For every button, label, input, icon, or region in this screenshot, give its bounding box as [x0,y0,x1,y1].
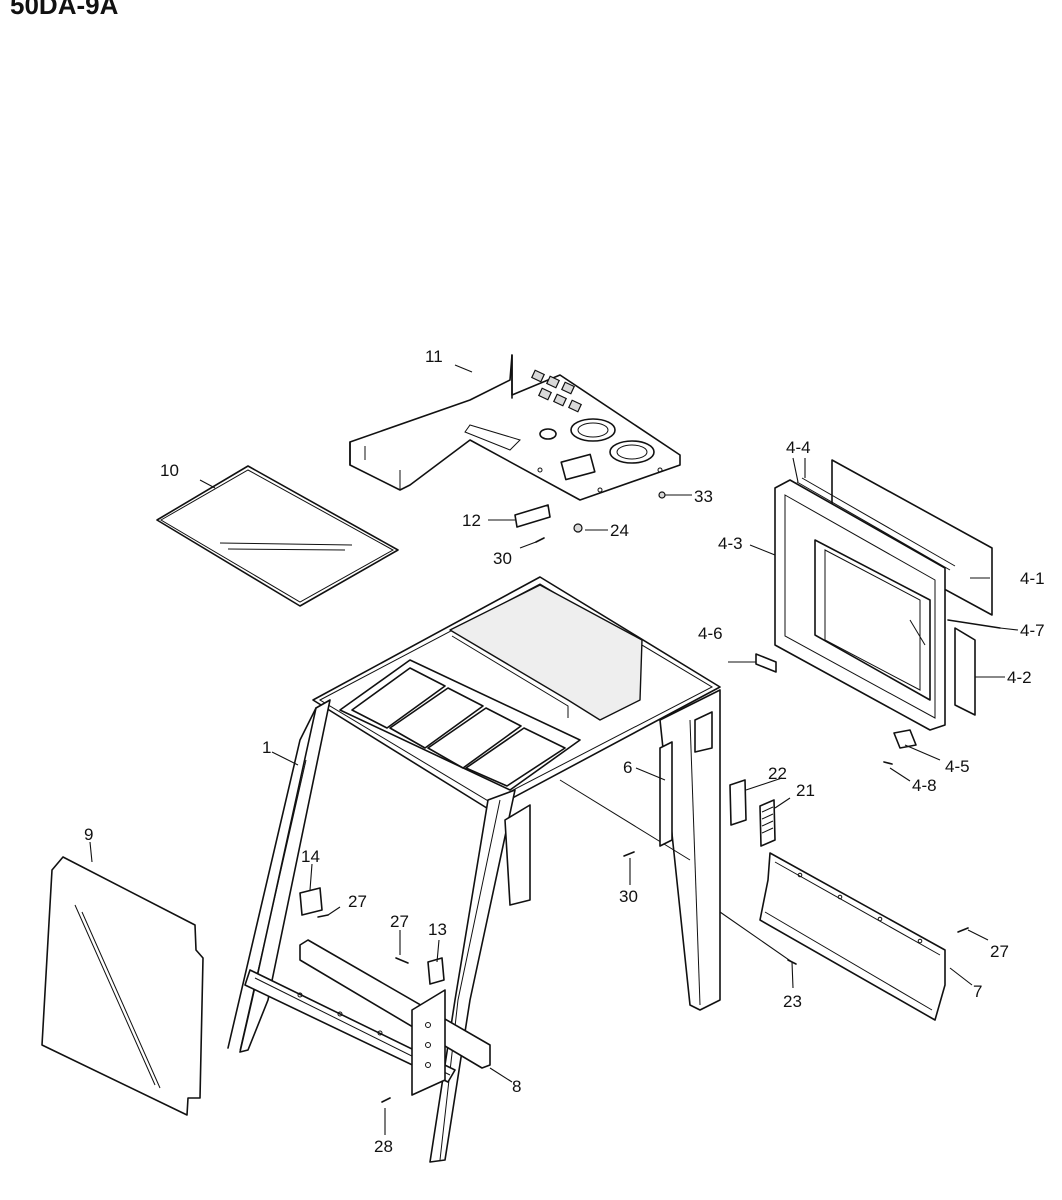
callout-4-5: 4-5 [945,757,970,776]
callout-22: 22 [768,764,787,783]
part-27-bolt-b [395,957,409,964]
part-21-vent-grille [759,799,776,847]
part-4-4-seal [796,477,956,571]
callout-23: 23 [783,992,802,1011]
callout-labels: 1 4-1 4-2 4-3 4-4 4-5 4-6 4-7 4-8 6 7 8 … [84,347,1045,1156]
callout-27-b: 27 [390,912,409,931]
part-30-screw-lower [623,851,635,857]
callout-30-lower: 30 [619,887,638,906]
part-9-side-glass [41,856,204,1116]
part-4-window-assembly [755,459,1001,765]
callout-10: 10 [160,461,179,480]
part-33-screw [658,491,666,499]
part-4-5-handle [893,729,917,749]
callout-27-c: 27 [990,942,1009,961]
callout-4-2: 4-2 [1007,668,1032,687]
callout-27-a: 27 [348,892,367,911]
part-24-nut [573,523,583,533]
part-11-roof-inner-panel [349,354,681,501]
callout-4-3: 4-3 [718,534,743,553]
part-14-latch [299,887,323,916]
part-4-7-strip [947,619,1001,629]
part-7-lower-panel [759,852,946,1021]
callout-4-8: 4-8 [912,776,937,795]
part-4-2-glass [954,627,976,716]
part-1-cab-frame [227,576,721,1163]
part-22-pad [729,779,747,826]
callout-28: 28 [374,1137,393,1156]
callout-30-upper: 30 [493,549,512,568]
part-12-plate [514,504,551,528]
callout-9: 9 [84,825,93,844]
callout-1: 1 [262,738,271,757]
part-13-clip [427,957,445,985]
callout-4-7: 4-7 [1020,621,1045,640]
part-4-6-latch [755,653,777,673]
part-30-screw-upper [535,537,545,543]
callout-8: 8 [512,1077,521,1096]
part-8-bracket-plate [299,939,491,1096]
callout-4-1: 4-1 [1020,569,1045,588]
leader-lines [89,364,1019,1135]
callout-7: 7 [973,982,982,1001]
part-6-bracket [659,741,673,847]
callout-33: 33 [694,487,713,506]
callout-6: 6 [623,758,632,777]
callout-4-6: 4-6 [698,624,723,643]
callout-24: 24 [610,521,629,540]
callout-11: 11 [425,347,443,366]
callout-21: 21 [796,781,815,800]
part-28-bolt [381,1097,391,1103]
callout-13: 13 [428,920,447,939]
part-27-bolt-c [957,927,969,933]
model-title: 50DA-9A [10,0,119,20]
callout-4-4: 4-4 [786,438,811,457]
callout-14: 14 [301,847,320,866]
part-4-8-screw [883,761,893,765]
part-27-bolt-a [317,914,329,918]
callout-12: 12 [462,511,481,530]
part-10-roof-glass [156,465,399,607]
